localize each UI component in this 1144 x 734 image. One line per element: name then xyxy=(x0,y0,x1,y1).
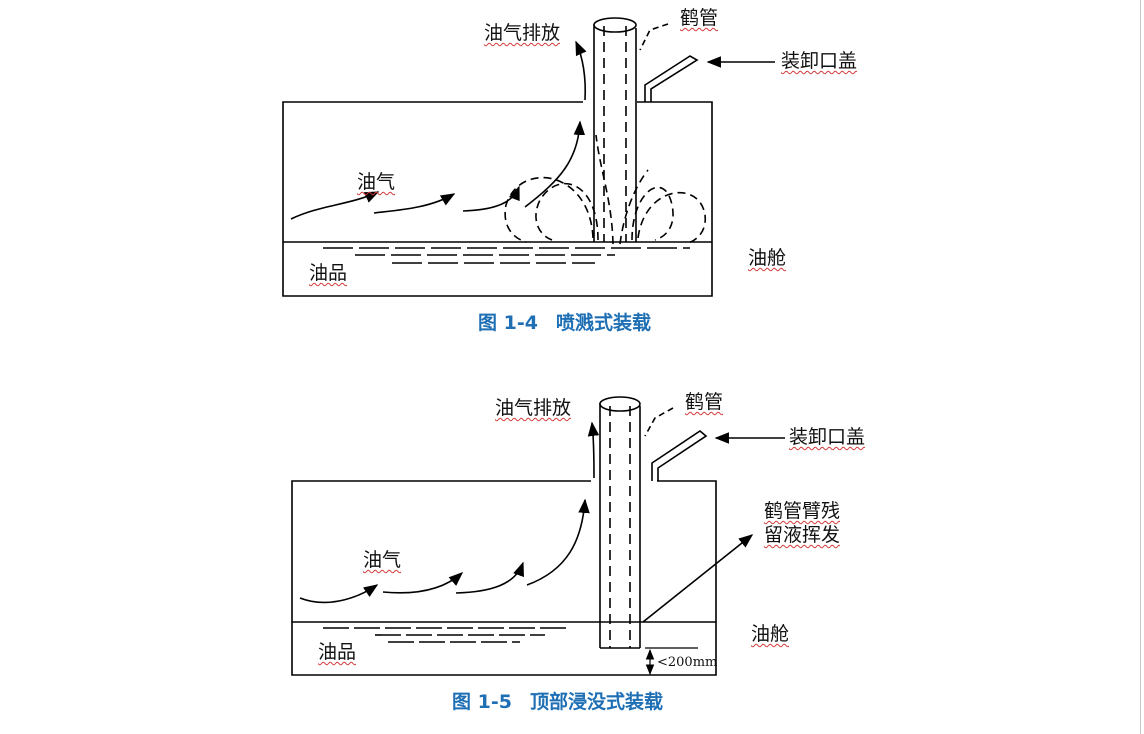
figure-1-4-diagram xyxy=(282,17,775,297)
fig14-hatch-cover-label: 装卸口盖 xyxy=(781,50,858,72)
vapor-flow-arrow-3 xyxy=(455,561,524,594)
tank-outline xyxy=(291,480,717,676)
crane-pipe-pointer xyxy=(639,23,669,51)
oil-ripple-lines xyxy=(323,247,690,264)
vapor-flow-arrow-4 xyxy=(526,498,590,586)
fig15-oil-product-label: 油品 xyxy=(318,641,357,663)
figure-1-4-caption: 图 1-4 喷溅式装载 xyxy=(478,314,651,333)
vapor-flow-arrow-2 xyxy=(373,193,456,214)
vapor-flow-arrow-3 xyxy=(462,185,520,212)
crane-pipe xyxy=(599,396,641,649)
fig14-vapor-vent-label: 油气排放 xyxy=(484,22,561,44)
crane-pipe xyxy=(593,17,637,242)
vapor-flow-arrow-1 xyxy=(290,191,380,220)
figure-1-5-diagram xyxy=(291,396,785,676)
fig14-cargo-tank-label: 油舱 xyxy=(748,247,787,269)
fig15-residue-label-line2: 留液挥发 xyxy=(764,524,841,546)
fig15-vapor-label: 油气 xyxy=(363,549,402,571)
fig14-crane-pipe-label: 鹤管 xyxy=(680,7,719,29)
splash-pattern xyxy=(504,134,707,245)
residue-pointer xyxy=(642,534,754,623)
fig15-clearance-label: <200mm xyxy=(657,655,718,670)
fig15-crane-pipe-label: 鹤管 xyxy=(685,391,724,413)
vapor-flow-arrow-1 xyxy=(299,584,379,604)
hatch-cover xyxy=(644,55,699,102)
tank-outline xyxy=(282,101,713,297)
fig15-vapor-vent-label: 油气排放 xyxy=(495,397,572,419)
caption-title: 顶部浸没式装载 xyxy=(529,691,663,713)
vapor-vent-arrow xyxy=(587,421,600,479)
hatch-cover xyxy=(651,430,708,481)
caption-title: 喷溅式装载 xyxy=(555,312,651,334)
page-edge-line xyxy=(1140,0,1141,734)
fig14-vapor-label: 油气 xyxy=(357,171,396,193)
caption-number: 图 1-5 xyxy=(452,691,512,713)
oil-ripple-lines xyxy=(323,627,570,643)
fig15-residue-label-line1: 鹤管臂残 xyxy=(764,500,841,522)
vapor-vent-arrow xyxy=(575,40,587,101)
vapor-flow-arrow-4 xyxy=(524,120,586,208)
caption-number: 图 1-4 xyxy=(478,312,538,334)
vapor-flow-arrow-2 xyxy=(382,572,464,594)
fig14-oil-product-label: 油品 xyxy=(309,262,348,284)
crane-pipe-pointer xyxy=(644,407,674,437)
figure-1-5-caption: 图 1-5 顶部浸没式装载 xyxy=(452,693,663,712)
fig15-cargo-tank-label: 油舱 xyxy=(751,623,790,645)
fig15-hatch-cover-label: 装卸口盖 xyxy=(789,426,866,448)
